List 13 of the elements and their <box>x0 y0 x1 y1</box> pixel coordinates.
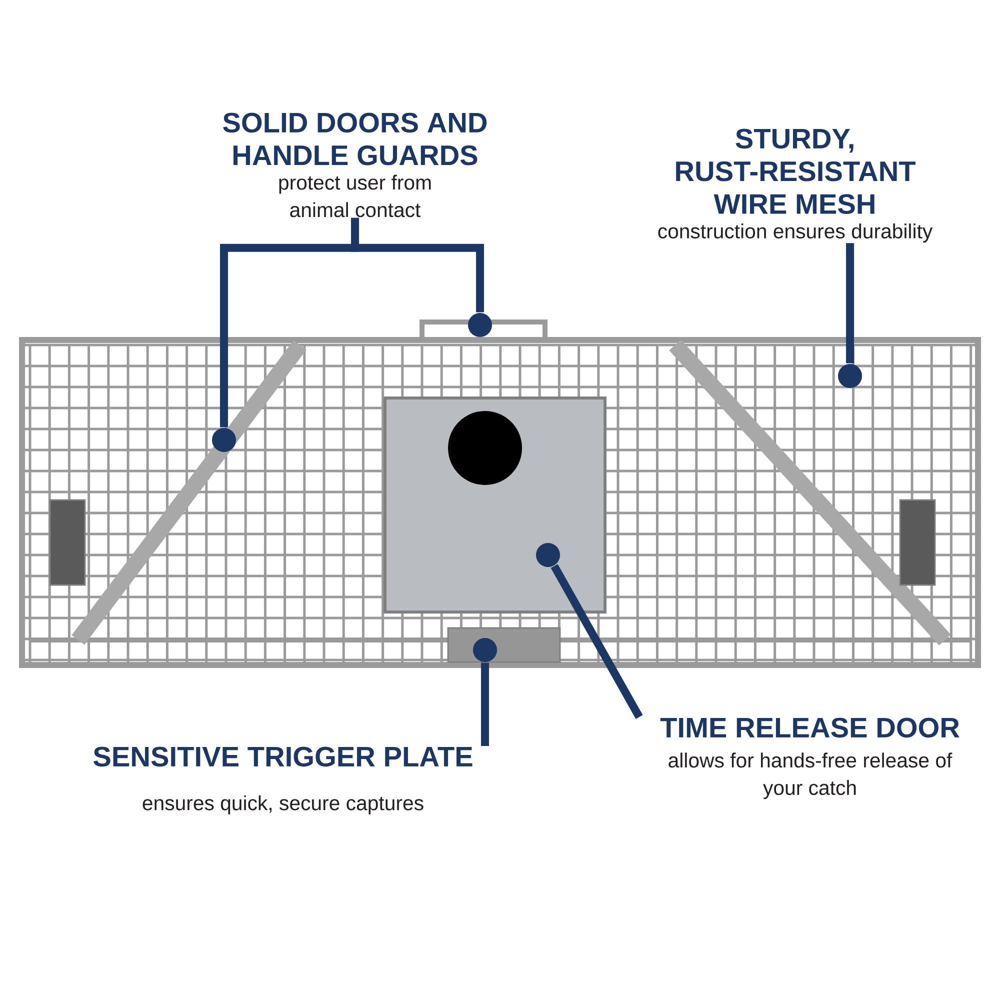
callout-text: STURDY, RUST-RESISTANT WIRE MESH construction ensures durability <box>658 128 933 242</box>
leader-line <box>846 243 854 364</box>
leader-dot <box>212 428 236 452</box>
leader-dot <box>468 313 492 337</box>
callout-text: TIME RELEASE DOOR allows for hands-free release of your catch <box>660 718 960 800</box>
leader-dot <box>838 364 862 388</box>
leader-line <box>351 218 484 312</box>
leader-dot <box>536 543 560 567</box>
callout-text: SENSITIVE TRIGGER PLATE ensures quick, secure captures <box>94 746 472 814</box>
leader-line <box>550 564 643 719</box>
leader-dot <box>473 638 497 662</box>
leader-line <box>481 662 489 746</box>
callout-text: SOLID DOORS AND HANDLE GUARDS protect user from animal contact <box>223 112 487 218</box>
